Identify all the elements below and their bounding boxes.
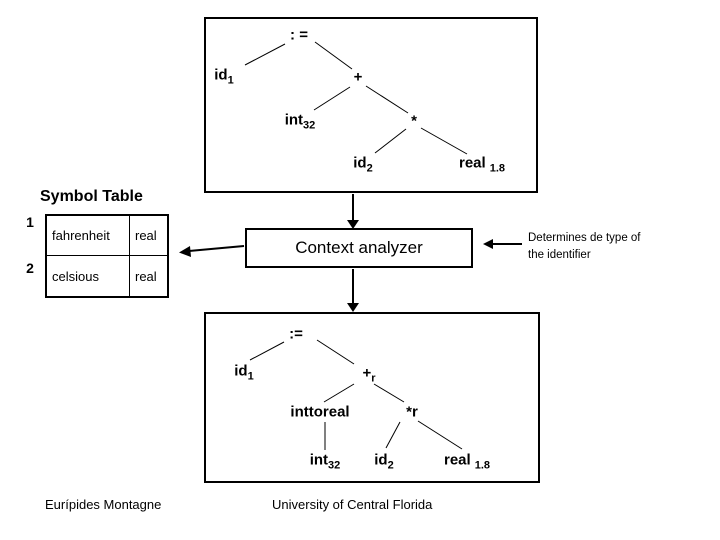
annotation-note: Determines de type of the identifier <box>528 230 641 264</box>
node-label: int <box>284 111 304 129</box>
symbol-table-row-index: 1 <box>26 214 34 230</box>
arrow-annotation-to-analyzer <box>483 239 522 249</box>
result-node-times-r: *r <box>406 405 418 420</box>
node-subscript: r <box>371 372 376 385</box>
annotation-line: the identifier <box>528 249 591 261</box>
arrow-analyzer-to-symbol-table <box>179 245 245 257</box>
node-label: id <box>234 362 248 380</box>
node-label: id <box>214 66 228 84</box>
symbol-table-title: Symbol Table <box>40 188 143 205</box>
node-subscript: 1.8 <box>489 162 505 175</box>
node-label: := <box>289 325 303 343</box>
result-node-plus-r: +r <box>362 366 375 385</box>
symbol-table-cell-type: real <box>135 268 157 284</box>
result-node-id1: id1 <box>234 364 253 383</box>
node-label: *r <box>406 403 418 421</box>
node-label: id <box>353 154 367 172</box>
node-label: + <box>353 68 363 86</box>
result-tree-edges <box>249 339 463 450</box>
symbol-table-cell-name: fahrenheit <box>47 216 130 256</box>
footer-institution: University of Central Florida <box>272 497 433 512</box>
source-tree-edges <box>244 41 468 155</box>
symbol-table-row-index: 2 <box>26 260 34 276</box>
footer-author: Eurípides Montagne <box>45 497 162 512</box>
node-subscript: 2 <box>387 459 394 472</box>
result-node-assign: := <box>289 327 303 342</box>
node-label: + <box>362 364 372 382</box>
context-analyzer-label: Context analyzer <box>295 238 423 257</box>
node-subscript: 32 <box>303 119 316 132</box>
node-subscript: 1 <box>247 370 254 383</box>
source-node-int32: int32 <box>285 113 316 132</box>
node-label: inttoreal <box>290 403 350 421</box>
node-subscript: 2 <box>366 162 373 175</box>
symbol-table-cell-type: real <box>130 216 167 256</box>
source-node-id1: id1 <box>214 68 233 87</box>
source-node-id2: id2 <box>353 156 372 175</box>
arrow-analyzer-to-result-tree <box>347 269 359 312</box>
symbol-table: fahrenheit real celsious real <box>45 214 169 298</box>
node-subscript: 1.8 <box>474 459 490 472</box>
node-label: int <box>309 451 329 469</box>
node-subscript: 32 <box>328 459 341 472</box>
symbol-table-cell-name: celsious <box>47 256 130 296</box>
node-label: real <box>444 451 471 469</box>
node-label: * <box>411 112 417 130</box>
annotation-line: Determines de type of <box>528 232 641 244</box>
result-node-inttoreal: inttoreal <box>290 405 349 420</box>
source-node-plus: + <box>354 70 363 85</box>
result-node-int32: int32 <box>310 453 341 472</box>
result-node-id2: id2 <box>374 453 393 472</box>
node-subscript: 1 <box>227 74 234 87</box>
source-node-assign: : = <box>290 28 308 43</box>
source-node-times: * <box>411 114 417 129</box>
arrow-source-tree-to-analyzer <box>347 194 359 229</box>
node-label: : = <box>290 26 308 44</box>
context-analyzer-box: Context analyzer <box>245 228 473 268</box>
node-label: id <box>374 451 388 469</box>
node-label: real <box>459 154 486 172</box>
